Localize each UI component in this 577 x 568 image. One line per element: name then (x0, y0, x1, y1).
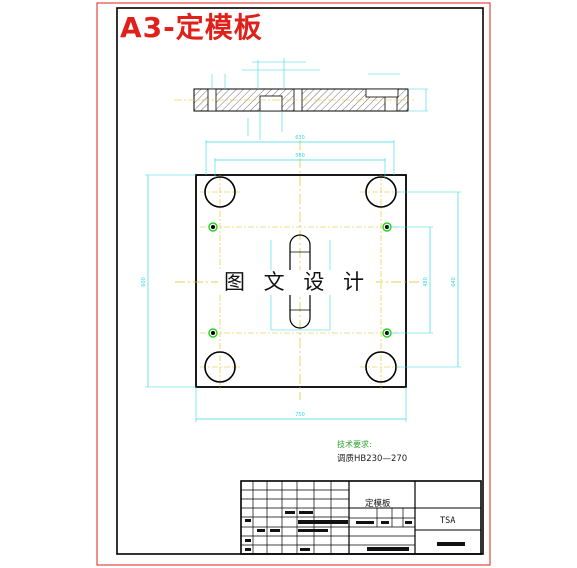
technical-requirements-text: 调质HB230—270 (337, 454, 408, 464)
dim-bottom-width: 750 (295, 412, 305, 418)
dim-top-width: 630 (295, 135, 305, 141)
corner-bore (204, 176, 236, 208)
title-block-fills (245, 511, 465, 551)
plate-outline (195, 174, 407, 388)
center-slot (289, 234, 311, 329)
dim-inner-span: 560 (295, 153, 305, 159)
title-block-part-name: 定模板 (365, 499, 391, 509)
corner-bore (204, 351, 236, 383)
title-block (240, 480, 482, 555)
screw-hole (208, 222, 218, 232)
screw-hole (208, 328, 218, 338)
technical-requirements-heading: 技术要求: (337, 440, 372, 449)
drawing-title: A3-定模板 (120, 11, 263, 44)
dim-left-height: 600 (141, 277, 147, 287)
dim-right-inner: 480 (423, 277, 429, 287)
outer-border (96, 2, 491, 566)
section-view (174, 58, 428, 140)
dim-right-outer: 640 (451, 277, 457, 287)
title-block-code: TSA (440, 516, 456, 526)
watermark-text: 图 文 设 计 (218, 270, 377, 296)
screw-hole (211, 225, 215, 229)
screw-hole (211, 331, 215, 335)
